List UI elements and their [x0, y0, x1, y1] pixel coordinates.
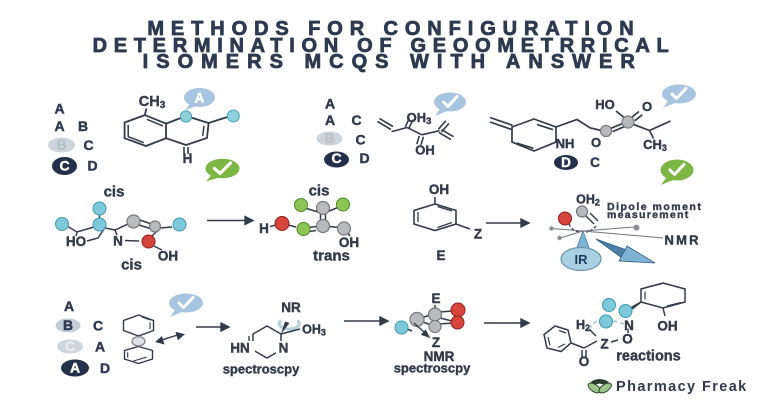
- svg-text:H2: H2: [576, 318, 590, 333]
- svg-text:A: A: [64, 298, 74, 314]
- svg-text:A: A: [325, 96, 335, 112]
- svg-text:C: C: [331, 150, 341, 166]
- svg-text:E: E: [431, 291, 440, 306]
- svg-text:HO: HO: [595, 97, 615, 112]
- svg-text:C: C: [83, 137, 93, 153]
- svg-text:O: O: [579, 354, 590, 369]
- svg-text:reactions: reactions: [616, 349, 680, 365]
- svg-text:A: A: [70, 360, 80, 376]
- svg-text:Z: Z: [600, 337, 608, 352]
- svg-text:H: H: [259, 221, 269, 236]
- svg-text:measurement: measurement: [607, 209, 690, 221]
- svg-text:OH3: OH3: [302, 323, 326, 338]
- svg-text:OH: OH: [339, 235, 359, 250]
- svg-text:D: D: [100, 360, 110, 376]
- svg-text:cis: cis: [104, 184, 125, 201]
- svg-text:OH: OH: [657, 319, 677, 334]
- svg-text:C: C: [65, 338, 75, 354]
- svg-text:B: B: [324, 130, 334, 146]
- svg-text:Z: Z: [474, 227, 482, 242]
- svg-text:NR: NR: [281, 300, 301, 315]
- svg-text:C: C: [590, 155, 600, 170]
- svg-text:cis: cis: [121, 257, 142, 274]
- svg-text:B: B: [56, 137, 66, 153]
- svg-text:C: C: [59, 158, 69, 174]
- svg-text:CH3: CH3: [139, 94, 166, 111]
- svg-text:NH: NH: [556, 136, 575, 151]
- svg-text:C: C: [93, 318, 103, 334]
- svg-text:Dipole moment: Dipole moment: [607, 201, 702, 213]
- svg-text:D: D: [561, 155, 571, 170]
- svg-text:B: B: [78, 118, 88, 134]
- svg-text:OH: OH: [429, 182, 449, 197]
- svg-text:D: D: [359, 150, 369, 166]
- svg-text:HO: HO: [66, 234, 86, 249]
- svg-text:OH: OH: [158, 249, 178, 264]
- svg-text:HN: HN: [230, 341, 250, 356]
- svg-text:NMR: NMR: [424, 349, 455, 364]
- svg-text:B: B: [63, 317, 73, 333]
- svg-text:spectroscpy: spectroscpy: [223, 362, 300, 377]
- svg-text:A: A: [54, 101, 64, 117]
- svg-text:cis: cis: [309, 183, 330, 200]
- svg-text:trans: trans: [313, 248, 350, 265]
- svg-text:Z: Z: [432, 335, 440, 350]
- svg-text:O: O: [642, 99, 652, 114]
- svg-text:CH3: CH3: [643, 137, 667, 153]
- svg-text:OH2: OH2: [576, 193, 600, 208]
- svg-text:C: C: [355, 132, 365, 148]
- svg-text:A: A: [54, 118, 64, 134]
- svg-text:spectroscpy: spectroscpy: [394, 361, 471, 376]
- svg-text:N: N: [279, 341, 289, 356]
- svg-text:O: O: [622, 332, 633, 347]
- svg-text:O: O: [591, 135, 601, 150]
- svg-text:OH: OH: [415, 143, 435, 158]
- svg-text:IR: IR: [575, 252, 589, 267]
- svg-text:E: E: [436, 248, 445, 263]
- svg-text:A: A: [195, 91, 205, 106]
- svg-text:C: C: [351, 112, 361, 128]
- svg-text:H: H: [183, 151, 193, 166]
- svg-text:N: N: [113, 234, 123, 249]
- svg-text:NMR: NMR: [665, 233, 701, 248]
- svg-text:OH3: OH3: [407, 110, 432, 127]
- svg-text:Pharmacy Freak: Pharmacy Freak: [616, 379, 748, 395]
- svg-text:A: A: [325, 112, 335, 128]
- svg-text:D: D: [87, 158, 97, 174]
- svg-text:A: A: [95, 339, 105, 355]
- svg-text:N: N: [624, 318, 634, 333]
